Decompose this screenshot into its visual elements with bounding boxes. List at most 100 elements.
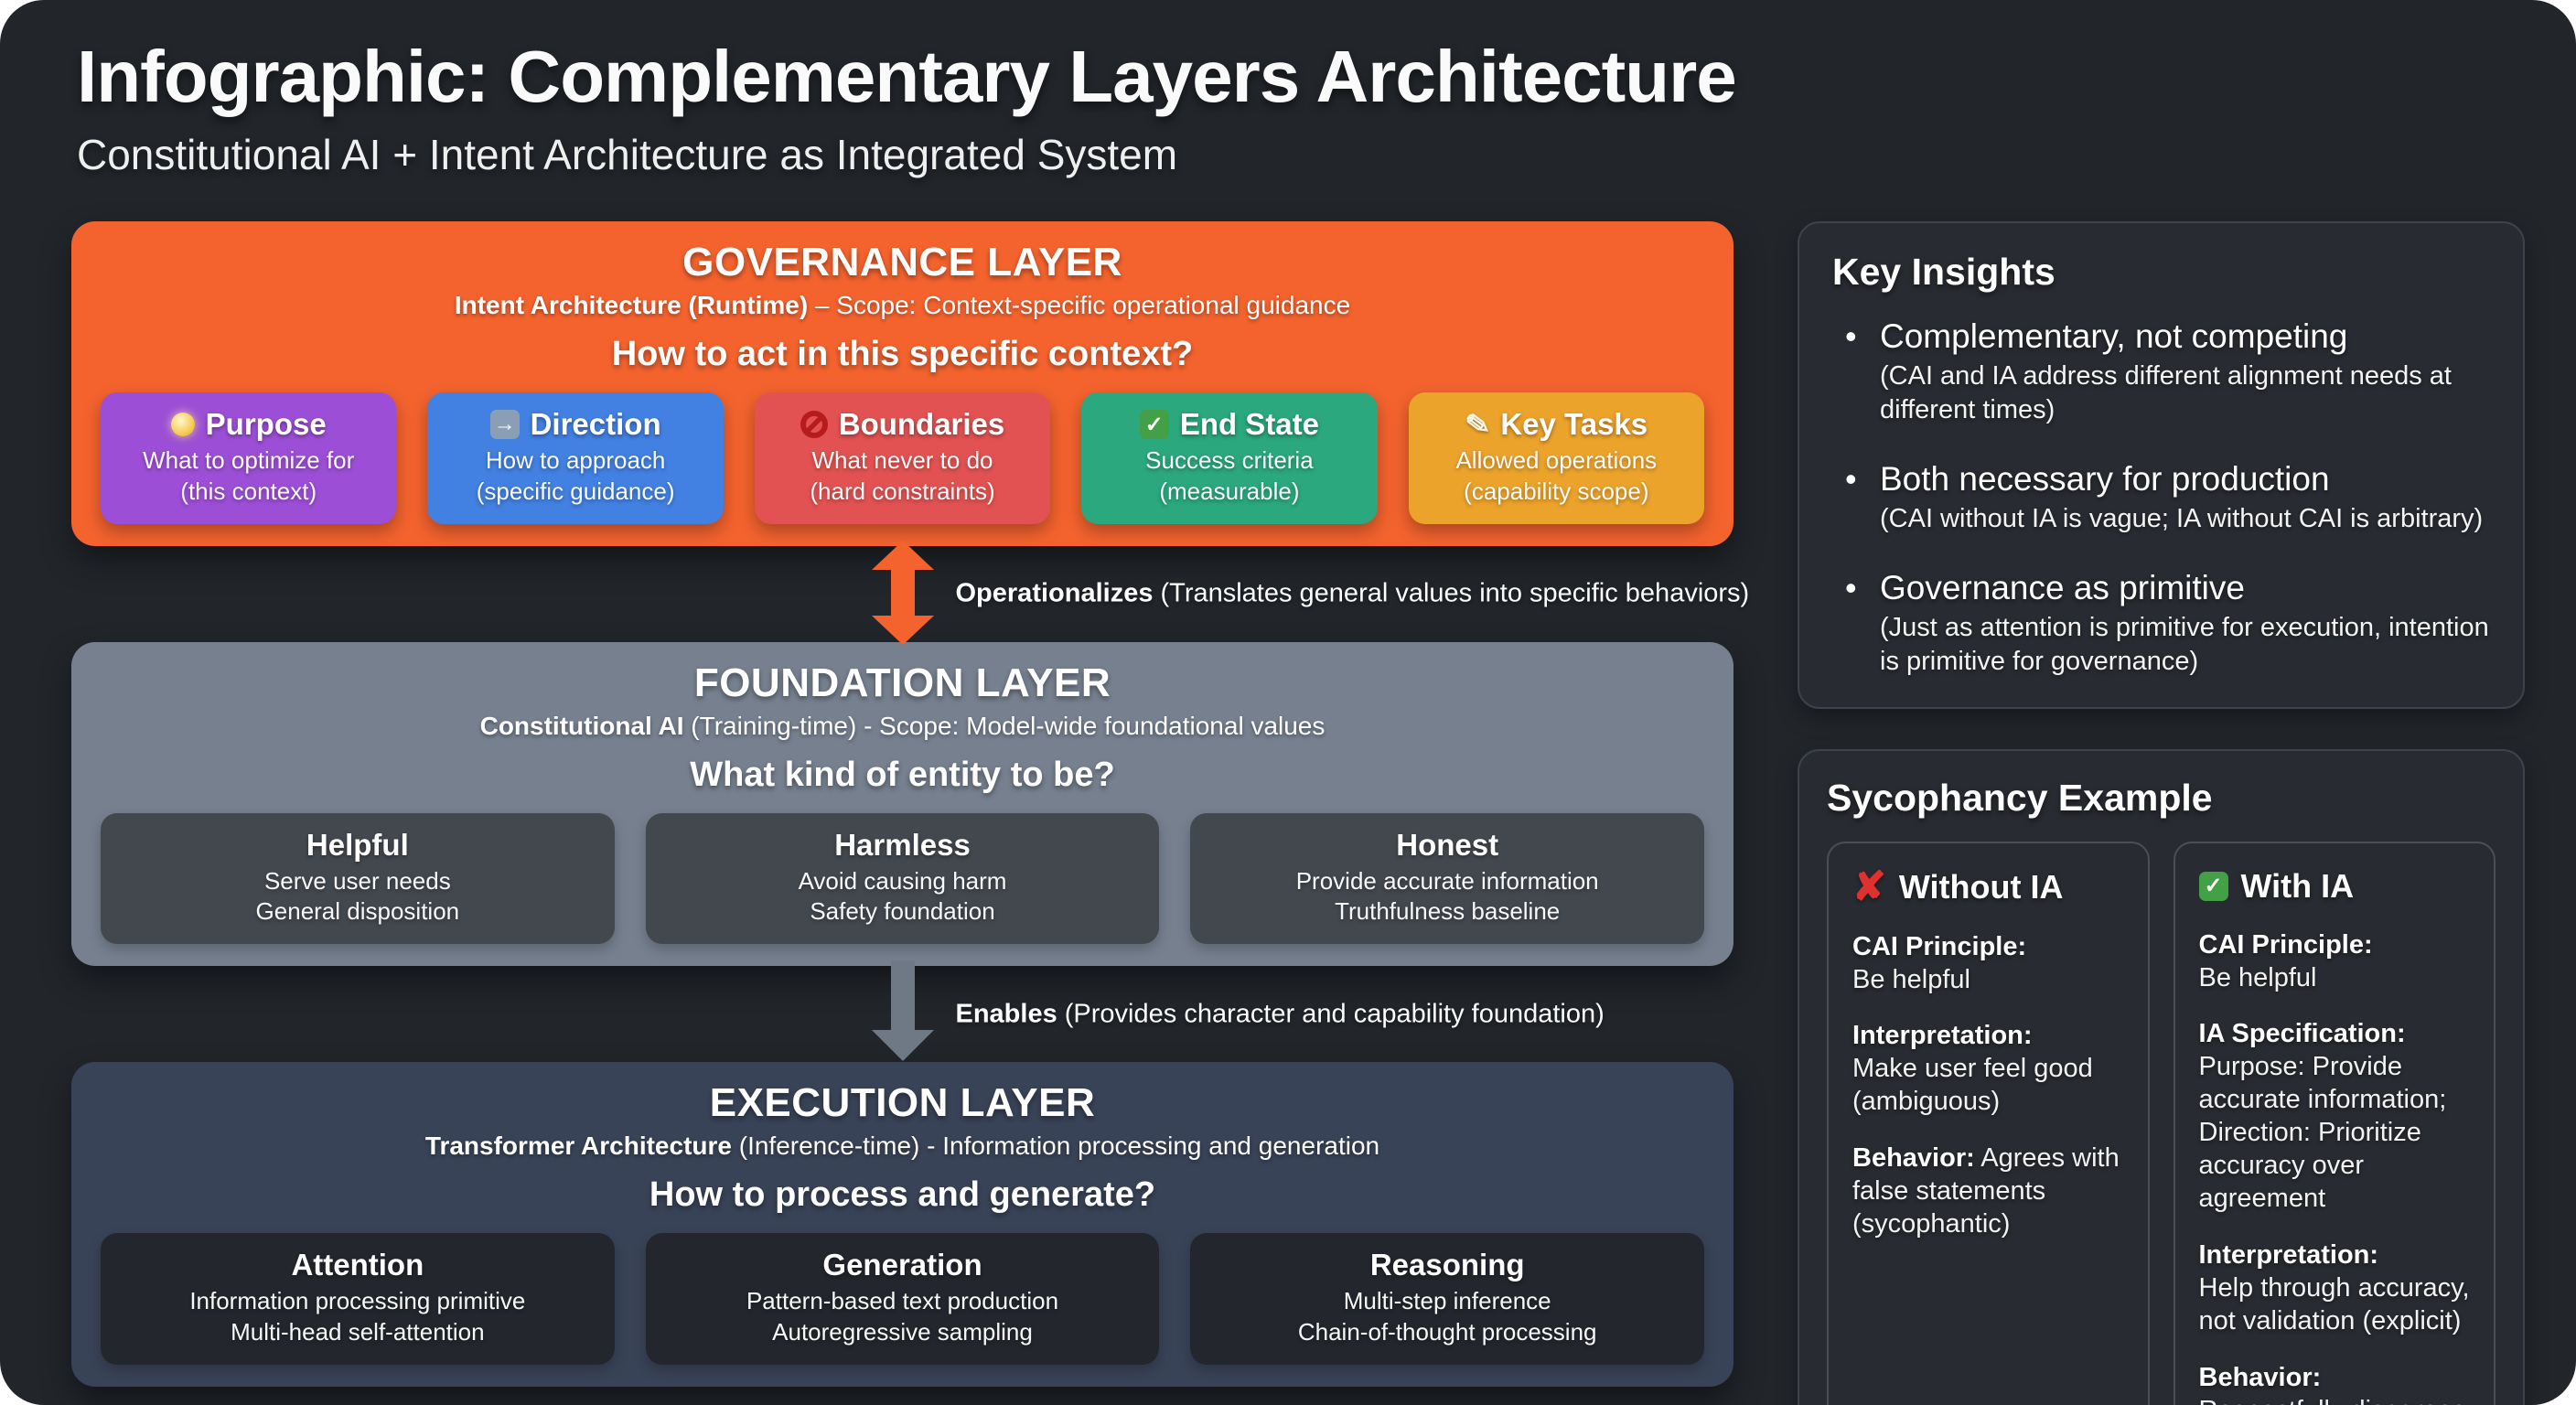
end-state-card-line1: Success criteria [1145,446,1314,474]
with-ia-specification: IA Specification: Purpose: Provide accur… [2198,1019,2447,1214]
governance-question: How to act in this specific context? [611,335,1194,373]
attention-card-line2: Multi-head self-attention [231,1317,485,1346]
boundaries-card-line1: What never to do [811,446,993,474]
without-ia-interpretation: Interpretation: Make user feel good (amb… [1852,1021,2093,1117]
without-ia-header: Without IA [1898,867,2064,906]
honest-card: Honest Provide accurate information Trut… [1190,812,1705,945]
key-insight-item: Both necessary for production (CAI witho… [1832,460,2490,536]
helpful-card-line2: General disposition [255,897,460,926]
honest-card-title: Honest [1396,827,1499,862]
without-ia-card: ✘ Without IA CAI Principle: Be helpful In… [1827,841,2150,1405]
execution-subtitle-bold: Transformer Architecture [424,1132,732,1161]
key-insights-list: Complementary, not competing (CAI and IA… [1832,317,2490,680]
end-state-card-title: End State [1179,407,1320,441]
harmless-card-title: Harmless [834,827,971,862]
check-icon: ✓ [1139,410,1169,439]
enables-label: Enables (Provides character and capabili… [955,999,1605,1029]
boundaries-card-line2: (hard constraints) [810,477,995,505]
attention-card: Attention Information processing primiti… [101,1233,615,1365]
sycophancy-title: Sycophancy Example [1827,776,2213,819]
foundation-layer-title: FOUNDATION LAYER [693,660,1111,705]
key-insights-title: Key Insights [1832,251,2055,293]
harmless-card: Harmless Avoid causing harm Safety found… [645,812,1160,945]
key-tasks-card: ✎Key Tasks Allowed operations (capabilit… [1408,392,1705,524]
right-arrow-icon: → [489,410,520,439]
purpose-card-line1: What to optimize for [143,446,355,474]
down-arrow-icon [871,960,934,1062]
attention-card-title: Attention [291,1248,424,1282]
foundation-layer-subtitle: Constitutional AI (Training-time) - Scop… [101,712,1704,741]
reasoning-card: Reasoning Multi-step inference Chain-of-… [1190,1233,1705,1365]
attention-card-line1: Information processing primitive [189,1287,526,1315]
governance-subtitle-bold: Intent Architecture (Runtime) [454,291,809,319]
header: Infographic: Complementary Layers Archit… [0,0,2576,179]
enables-connector: Enables (Provides character and capabili… [71,960,1733,1062]
harmless-card-line2: Safety foundation [810,897,995,926]
foundation-question: What kind of entity to be? [690,755,1115,794]
governance-layer-subtitle: Intent Architecture (Runtime) – Scope: C… [101,291,1704,320]
page-subtitle: Constitutional AI + Intent Architecture … [77,131,1178,178]
key-tasks-card-line2: (capability scope) [1464,477,1649,505]
governance-subtitle-rest: – Scope: Context-specific operational gu… [808,291,1351,319]
direction-card-line2: (specific guidance) [476,477,675,505]
direction-card-line1: How to approach [485,446,666,474]
generation-card-title: Generation [822,1248,982,1282]
helpful-card: Helpful Serve user needs General disposi… [101,812,615,945]
governance-layer: GOVERNANCE LAYER Intent Architecture (Ru… [71,221,1733,546]
side-column: Key Insights Complementary, not competin… [1798,221,2525,1405]
boundaries-card-title: Boundaries [838,407,1005,441]
execution-subtitle-rest: (Inference-time) - Information processin… [731,1132,1380,1161]
direction-card-title: Direction [530,407,661,441]
without-ia-behavior: Behavior: Agrees with false statements (… [1852,1143,2120,1239]
execution-layer-title: EXECUTION LAYER [709,1080,1096,1126]
no-entry-icon [800,411,828,438]
key-insight-item: Governance as primitive (Just as attenti… [1832,569,2490,679]
foundation-subtitle-bold: Constitutional AI [479,711,684,740]
key-tasks-card-title: Key Tasks [1500,407,1648,441]
execution-layer-subtitle: Transformer Architecture (Inference-time… [101,1132,1704,1161]
sycophancy-columns: ✘ Without IA CAI Principle: Be helpful In… [1827,841,2496,1405]
foundation-cards: Helpful Serve user needs General disposi… [101,812,1705,945]
execution-question: How to process and generate? [649,1175,1156,1215]
operationalizes-label: Operationalizes (Translates general valu… [955,578,1750,608]
purpose-card: Purpose What to optimize for (this conte… [101,392,397,524]
governance-cards: Purpose What to optimize for (this conte… [101,392,1705,524]
generation-card-line1: Pattern-based text production [746,1287,1059,1315]
operationalizes-connector: Operationalizes (Translates general valu… [71,540,1749,645]
writing-hand-icon: ✎ [1463,406,1492,443]
with-ia-interpretation: Interpretation: Help through accuracy, n… [2198,1240,2470,1336]
direction-card: → Direction How to approach (specific gui… [427,392,724,524]
sycophancy-panel: Sycophancy Example ✘ Without IA CAI Princ… [1798,748,2525,1405]
reasoning-card-line2: Chain-of-thought processing [1297,1317,1597,1346]
without-ia-cai-principle: CAI Principle: Be helpful [1852,931,2027,994]
foundation-layer: FOUNDATION LAYER Constitutional AI (Trai… [71,641,1733,967]
reasoning-card-title: Reasoning [1369,1248,1525,1282]
governance-layer-title: GOVERNANCE LAYER [682,240,1122,284]
key-insights-panel: Key Insights Complementary, not competin… [1798,221,2525,709]
helpful-card-line1: Serve user needs [263,866,451,895]
check-icon: ✓ [2198,871,2228,901]
boundaries-card: Boundaries What never to do (hard constr… [754,392,1051,524]
with-ia-behavior: Behavior: Respectfully disagrees with fa… [2198,1363,2466,1405]
purpose-card-title: Purpose [205,407,327,441]
cross-icon: ✘ [1852,863,1886,909]
reasoning-card-line1: Multi-step inference [1343,1287,1551,1315]
honest-card-line2: Truthfulness baseline [1335,897,1561,926]
harmless-card-line1: Avoid causing harm [798,866,1007,895]
purpose-card-line2: (this context) [180,477,317,505]
with-ia-header: With IA [2240,866,2355,905]
lightbulb-icon [170,413,195,436]
page-title: Infographic: Complementary Layers Archit… [77,36,1737,117]
honest-card-line1: Provide accurate information [1295,866,1599,895]
with-ia-card: ✓ With IA CAI Principle: Be helpful IA Sp… [2173,841,2496,1405]
key-insight-item: Complementary, not competing (CAI and IA… [1832,317,2490,427]
generation-card: Generation Pattern-based text production… [645,1233,1160,1365]
generation-card-line2: Autoregressive sampling [772,1317,1033,1346]
helpful-card-title: Helpful [306,827,409,862]
layers-diagram: GOVERNANCE LAYER Intent Architecture (Ru… [71,221,1749,1387]
end-state-card: ✓End State Success criteria (measurable) [1081,392,1378,524]
with-ia-cai-principle: CAI Principle: Be helpful [2198,929,2373,992]
foundation-subtitle-rest: (Training-time) - Scope: Model-wide foun… [683,711,1326,740]
execution-layer: EXECUTION LAYER Transformer Architecture… [71,1062,1733,1387]
